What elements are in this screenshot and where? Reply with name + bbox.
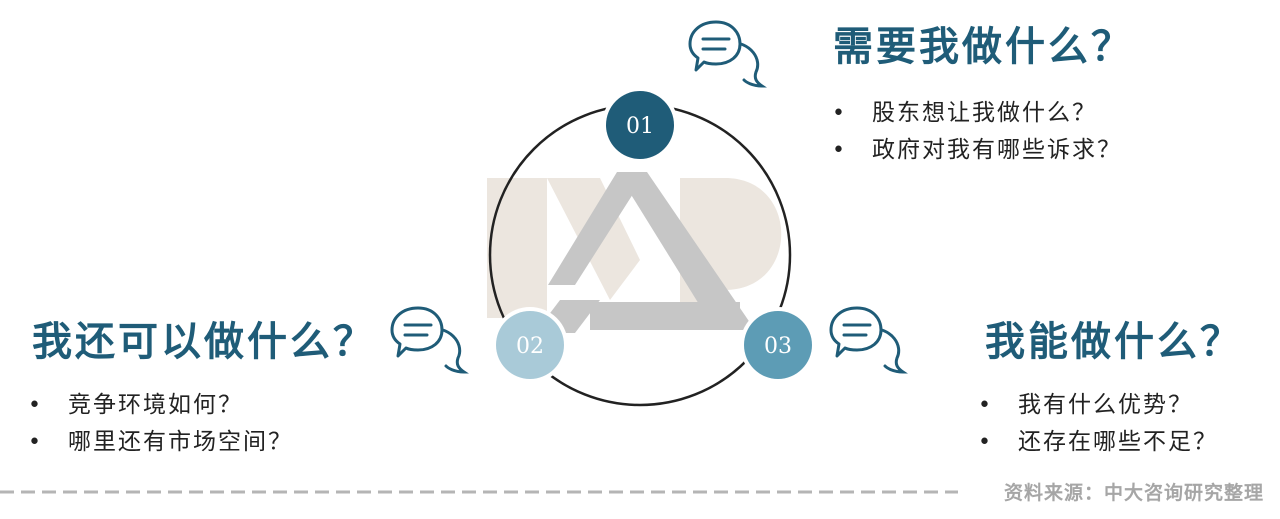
- list-item: 竞争环境如何？: [28, 387, 293, 424]
- section-01-heading: 需要我做什么？: [833, 23, 1134, 70]
- speech-bubbles-icon: [688, 20, 767, 88]
- speech-bubbles-icon: [829, 306, 908, 374]
- list-item: 政府对我有哪些诉求？: [832, 132, 1122, 169]
- speech-bubbles-icon: [390, 306, 469, 374]
- source-note: 资料来源：中大咨询研究整理: [1003, 482, 1264, 504]
- section-03-heading: 我能做什么？: [985, 318, 1243, 365]
- section-02-heading: 我还可以做什么？: [32, 318, 376, 365]
- node-02: 02: [492, 307, 568, 383]
- list-item: 还存在哪些不足？: [978, 424, 1218, 461]
- node-03: 03: [740, 307, 816, 383]
- node-03-label: 03: [764, 334, 792, 359]
- node-01-label: 01: [626, 114, 654, 139]
- list-item: 我有什么优势？: [978, 387, 1218, 424]
- list-item: 股东想让我做什么？: [832, 95, 1122, 132]
- node-01: 01: [602, 87, 678, 163]
- section-03-list: 我有什么优势？ 还存在哪些不足？: [978, 387, 1218, 461]
- section-01-list: 股东想让我做什么？ 政府对我有哪些诉求？: [832, 95, 1122, 169]
- list-item: 哪里还有市场空间？: [28, 424, 293, 461]
- node-02-label: 02: [516, 334, 544, 359]
- section-02-list: 竞争环境如何？ 哪里还有市场空间？: [28, 387, 293, 461]
